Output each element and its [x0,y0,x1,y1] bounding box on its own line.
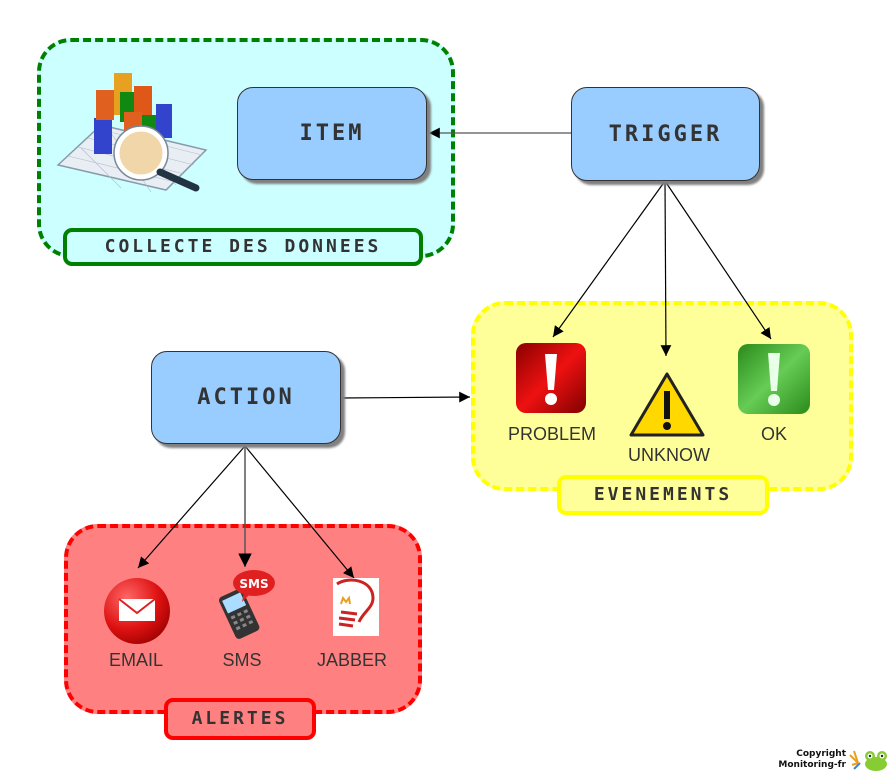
warning-triangle-icon [629,372,705,437]
node-action-label: ACTION [197,385,295,410]
event-label-unknow: UNKNOW [628,445,710,465]
node-trigger[interactable]: TRIGGER [571,87,760,181]
jabber-bulb-icon [333,578,379,636]
copyright-line2: Monitoring-fr [778,760,846,770]
chart-magnifier-icon [56,73,208,193]
email-envelope-icon [104,578,170,644]
sms-badge-text: SMS [239,577,268,591]
edge-trigger-unknow [660,180,672,357]
frog-logo-icon [849,750,887,771]
alert-label-sms: SMS [222,650,262,670]
node-trigger-label: TRIGGER [608,121,723,147]
group-label-events: EVENEMENTS [557,475,769,515]
edge-trigger-ok [664,180,772,340]
sms-phone-icon: SMS [219,570,275,639]
alert-label-email: EMAIL [108,650,164,670]
error-exclamation-icon [516,343,586,413]
alert-label-jabber: JABBER [316,650,388,670]
copyright-footer: Copyright Monitoring-fr [772,749,888,775]
group-label-data-collection: COLLECTE DES DONNEES [63,228,423,266]
edge-trigger-problem [552,180,666,338]
copyright-line1: Copyright [796,749,846,759]
node-item-label: ITEM [299,121,365,146]
group-label-alerts: ALERTES [164,698,316,740]
ok-exclamation-icon [738,344,810,414]
node-item[interactable]: ITEM [237,87,427,180]
edge-action-email [137,445,246,569]
event-label-problem: PROBLEM [507,424,597,444]
node-action[interactable]: ACTION [151,351,341,444]
edge-action-jabber [244,445,355,579]
edge-action-events [340,391,471,403]
event-label-ok: OK [760,424,787,444]
copyright-text: Copyright Monitoring-fr [772,749,846,771]
